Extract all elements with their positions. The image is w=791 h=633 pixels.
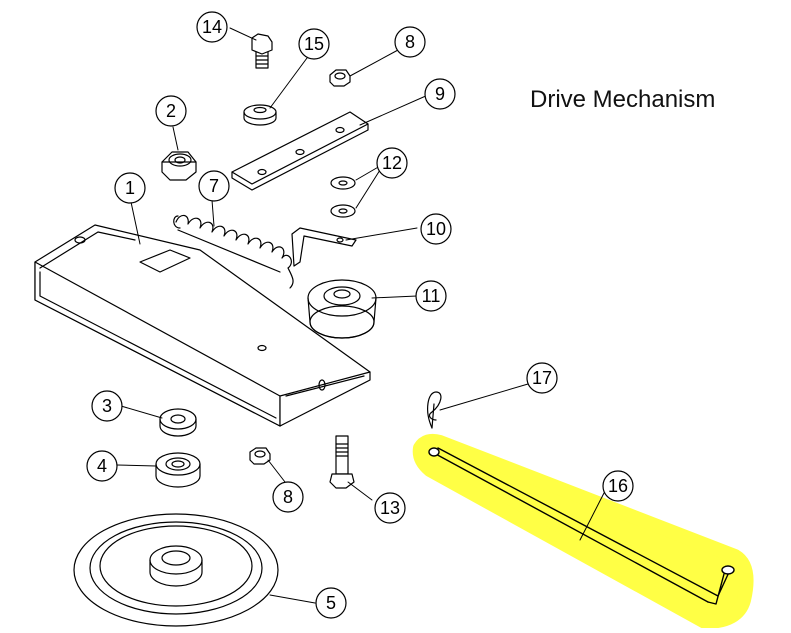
callout-15: 15 [298, 28, 330, 60]
part-1-drive-bracket-icon [34, 224, 371, 427]
callout-circle [315, 587, 347, 619]
callout-3: 3 [91, 390, 123, 422]
callout-5: 5 [315, 587, 347, 619]
callout-circle [198, 170, 230, 202]
callout-label: 9 [435, 84, 445, 104]
callout-17: 17 [526, 362, 558, 394]
callout-label: 8 [283, 487, 293, 507]
callout-4: 4 [86, 450, 118, 482]
callout-13: 13 [374, 492, 406, 524]
callout-11: 11 [415, 280, 447, 312]
callout-label: 12 [382, 153, 402, 173]
callout-circle [298, 28, 330, 60]
callout-circle [114, 172, 146, 204]
callout-label: 15 [304, 34, 324, 54]
part-7-spring-icon [173, 214, 294, 289]
callout-label: 1 [125, 178, 135, 198]
part-16-rod-icon [428, 447, 735, 605]
callout-label: 4 [97, 456, 107, 476]
callout-label: 11 [422, 286, 441, 306]
callout-label: 16 [608, 476, 628, 496]
callout-circle [272, 481, 304, 513]
callout-circle [91, 390, 123, 422]
callout-circle [86, 450, 118, 482]
callout-label: 8 [405, 32, 415, 52]
callout-12: 12 [376, 147, 408, 179]
callout-2: 2 [155, 95, 187, 127]
callout-label: 2 [166, 101, 176, 121]
callout-8: 8 [394, 26, 426, 58]
callout-circle [424, 78, 456, 110]
part-10-clip-bracket-icon [291, 227, 357, 267]
callout-label: 5 [326, 593, 336, 613]
part-15-washer-icon [243, 104, 277, 126]
part-2-hex-nut-icon [161, 151, 197, 181]
callout-circle [415, 280, 447, 312]
callout-circle [420, 213, 452, 245]
callout-16: 16 [602, 470, 634, 502]
part-17-hairpin-clip-icon [427, 391, 442, 429]
callout-circle [376, 147, 408, 179]
part-4-bearing-icon [155, 452, 201, 488]
callout-circle [394, 26, 426, 58]
callout-8: 8 [272, 481, 304, 513]
diagram-title: Drive Mechanism [530, 86, 716, 113]
part-8-hex-nut-icon [249, 447, 271, 465]
callout-circle [602, 470, 634, 502]
part-13-bolt-icon [329, 435, 355, 489]
callout-10: 10 [420, 213, 452, 245]
callout-label: 3 [102, 396, 112, 416]
part-11-idler-pulley-icon [307, 279, 377, 339]
callout-circle [196, 11, 228, 43]
callout-circle [155, 95, 187, 127]
part-9-plate-icon [231, 111, 369, 191]
callout-9: 9 [424, 78, 456, 110]
callout-1: 1 [114, 172, 146, 204]
callout-label: 13 [380, 498, 400, 518]
callout-circle [374, 492, 406, 524]
callout-label: 10 [426, 219, 446, 239]
callout-label: 14 [202, 17, 222, 37]
callout-14: 14 [196, 11, 228, 43]
part-14-bolt-icon [251, 33, 273, 69]
part-5-pulley-icon [73, 513, 279, 627]
callout-label: 17 [532, 368, 552, 388]
callout-label: 7 [209, 176, 219, 196]
part-12-washer-icon [330, 176, 356, 218]
callout-7: 7 [198, 170, 230, 202]
leader-lines [116, 27, 605, 604]
rod-highlight [412, 433, 754, 629]
callout-circle [526, 362, 558, 394]
part-8-hex-nut-icon [329, 69, 351, 87]
part-3-spacer-icon [159, 408, 197, 437]
